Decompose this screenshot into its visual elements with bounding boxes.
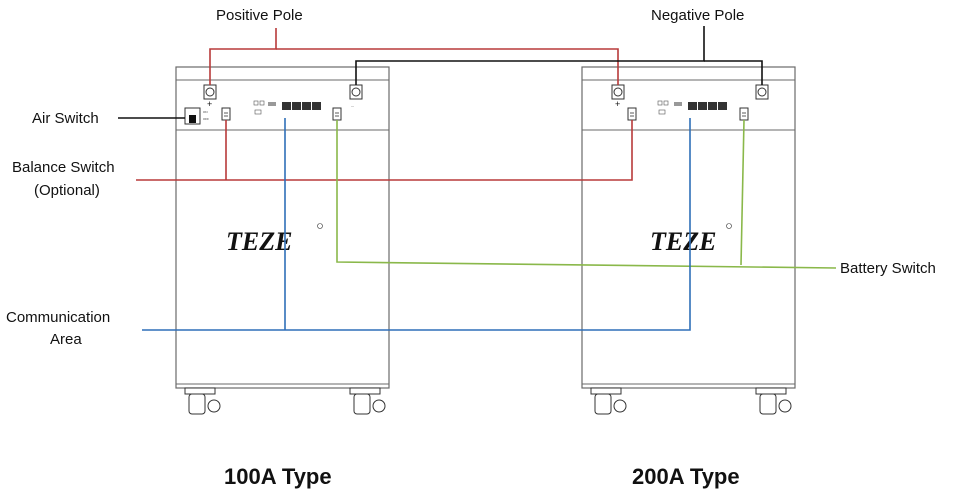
balance-switch-wire [136,120,633,181]
caster-wheel-icon [184,387,221,415]
communication-ports-icon [688,102,727,110]
balance-switch-icon [627,107,637,121]
battery-switch-icon [739,107,749,121]
brand-logo: TEZE [226,227,292,256]
battery-cabinet-100a: + — ON OFF [175,66,390,415]
brand-logo: TEZE [650,227,716,256]
svg-text:+: + [207,99,212,109]
battery-cabinet-200a: + TEZE [581,66,796,415]
balance-switch-optional-label: (Optional) [34,182,100,199]
communication-ports-icon [282,102,321,110]
air-switch-off-label: OFF [203,117,209,121]
battery-switch-wire-unit2 [740,119,745,266]
unit-type-label-200a: 200A Type [632,464,740,489]
unit-type-label-100a: 100A Type [224,464,332,489]
indicator-area [253,100,276,115]
positive-pole-label: Positive Pole [216,7,303,24]
caster-wheel-icon [590,387,627,415]
negative-terminal-icon: — [349,84,363,108]
svg-text:—: — [351,104,354,108]
negative-pole-wire-unit2 [704,60,763,85]
communication-label: Communication [6,309,110,326]
indicator-area [657,100,682,115]
air-switch-label: Air Switch [32,110,99,127]
balance-switch-label: Balance Switch [12,159,115,176]
positive-pole-wire [209,28,277,85]
positive-pole-wire-unit2 [276,48,619,85]
negative-pole-label: Negative Pole [651,7,744,24]
positive-terminal-icon: + [611,84,625,109]
balance-switch-icon [221,107,231,121]
battery-switch-label: Battery Switch [840,260,936,277]
air-switch-icon: ON OFF [184,107,209,125]
caster-wheel-icon [755,387,792,415]
communication-wire [142,118,691,331]
caster-wheel-icon [349,387,386,415]
battery-switch-icon [332,107,342,121]
negative-pole-wire [355,26,705,85]
negative-terminal-icon [755,84,769,100]
air-switch-on-label: ON [203,110,208,114]
battery-switch-wire [336,120,837,269]
svg-text:+: + [615,99,620,109]
communication-area-label: Area [50,331,82,348]
